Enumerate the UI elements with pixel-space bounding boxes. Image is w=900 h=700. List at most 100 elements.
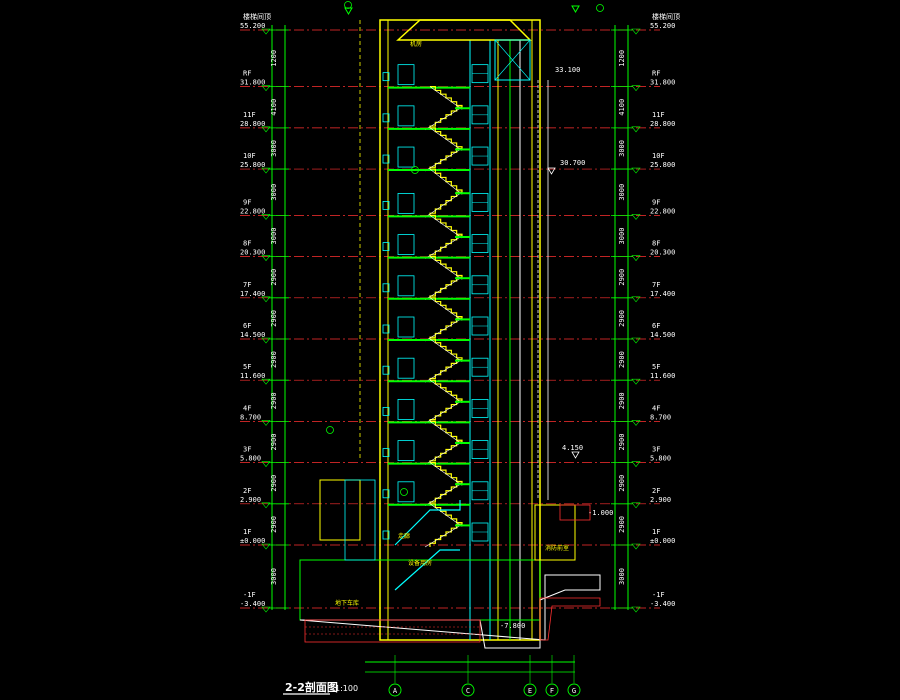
room-label-equipment: 设备用房 [408, 559, 432, 567]
stair-flight [429, 191, 462, 218]
elev-triangle [631, 378, 641, 385]
floor-elev-right: 8.700 [650, 413, 671, 421]
axis-bubble [567, 683, 581, 697]
floor-elev-left: 17.400 [240, 290, 265, 298]
floor-name-right: RF [652, 70, 660, 78]
stair-flight [429, 400, 462, 424]
floor-elev-left: 11.600 [240, 372, 265, 380]
dim-label-left: 1200 [270, 50, 278, 67]
floor-elev-right: -3.400 [650, 600, 675, 608]
floor-name-left: 4F [243, 404, 251, 412]
elev-triangle [261, 85, 271, 92]
elev-triangle [261, 420, 271, 426]
elev-triangle [631, 296, 641, 303]
elev-triangle [631, 606, 641, 613]
door-opening [397, 481, 415, 503]
dim-label-left: 4100 [270, 99, 278, 116]
door-opening [397, 234, 415, 256]
window-opening [382, 72, 390, 82]
stair-flight [429, 359, 462, 383]
window-opening [382, 200, 390, 210]
floor-name-left: 9F [243, 198, 251, 206]
stair-flight [394, 549, 460, 591]
floor-elev-right: 2.900 [650, 496, 671, 504]
elev-triangle [631, 255, 641, 262]
dim-label-right: 4100 [618, 99, 626, 116]
side-elevation-label: 30.700 [560, 159, 585, 167]
stair-flights [388, 64, 470, 591]
window-opening [382, 365, 390, 375]
room-label-garage: 地下车库 [335, 599, 359, 607]
elev-triangle [261, 214, 271, 220]
axis-bubble [545, 683, 559, 697]
dim-label-left: 3000 [270, 184, 278, 201]
machine-room [494, 39, 531, 81]
foundation-outline [299, 574, 601, 649]
floor-elev-left: 2.900 [240, 496, 261, 504]
door-opening [397, 440, 415, 462]
floor-name-right: 10F [652, 152, 665, 160]
pit-elevation-label: -7.800 [500, 622, 525, 630]
window-opening [382, 448, 390, 458]
floor-elev-left: 31.800 [240, 79, 265, 87]
axis-label: E [528, 687, 532, 695]
mid-elevation-label: 33.100 [555, 66, 580, 74]
floor-elev-left: 14.500 [240, 331, 265, 339]
floor-name-left: 8F [243, 240, 251, 248]
elev-triangle [631, 214, 641, 220]
floor-elev-right: 28.800 [650, 120, 675, 128]
floor-elev-left: ±0.000 [240, 537, 265, 545]
floor-elev-left: 55.200 [240, 22, 265, 30]
floor-name-right: 7F [652, 281, 660, 289]
floor-elev-left: 20.300 [240, 249, 265, 257]
dim-label-left: 2900 [270, 351, 278, 368]
axis-bubble [461, 683, 475, 697]
elev-triangle [261, 543, 271, 550]
stair-flight [429, 482, 462, 506]
axis-label: C [466, 687, 470, 695]
stair-flight [429, 235, 462, 259]
door-opening [397, 105, 415, 127]
door-opening [397, 398, 415, 420]
floor-elev-left: -3.400 [240, 600, 265, 608]
axis-label: G [572, 687, 576, 695]
floor-elev-left: 8.700 [240, 413, 261, 421]
elev-triangle [631, 461, 641, 468]
door-opening [397, 192, 415, 214]
window-opening [382, 530, 390, 540]
dim-label-right: 2900 [618, 516, 626, 533]
floor-name-right: 2F [652, 487, 660, 495]
floor-elev-right: 17.400 [650, 290, 675, 298]
window-opening [382, 154, 390, 164]
drawing-title: 2-2剖面图 [285, 680, 338, 694]
dim-label-right: 3000 [618, 140, 626, 157]
dim-label-left: 2900 [270, 516, 278, 533]
elev-triangle [631, 543, 641, 550]
left-elevation-scale [271, 25, 286, 610]
door-opening [397, 357, 415, 379]
floor-name-right: 1F [652, 528, 660, 536]
elev-triangle [261, 502, 271, 509]
floor-name-left: 6F [243, 322, 251, 330]
floor-name-left: -1F [243, 591, 256, 599]
elev-triangle [631, 85, 641, 92]
dim-label-left: 2900 [270, 392, 278, 409]
elev-triangle [631, 167, 641, 174]
floor-elev-left: 28.800 [240, 120, 265, 128]
floor-name-right: 6F [652, 322, 660, 330]
dim-label-right: 3000 [618, 228, 626, 245]
low-elevation-right-label: 4.150 [562, 444, 583, 452]
axis-bubble [388, 683, 402, 697]
window-opening [382, 242, 390, 252]
window-opening [382, 324, 390, 334]
floor-name-right: 3F [652, 446, 660, 454]
floor-name-right: 8F [652, 240, 660, 248]
elev-triangle [261, 461, 271, 468]
drawing-scale: 1:100 [335, 684, 358, 693]
axis-label: A [393, 687, 398, 695]
roof-outline [396, 19, 532, 41]
dim-label-right: 2900 [618, 269, 626, 286]
floor-elev-right: 55.200 [650, 22, 675, 30]
stair-flight [429, 147, 462, 172]
